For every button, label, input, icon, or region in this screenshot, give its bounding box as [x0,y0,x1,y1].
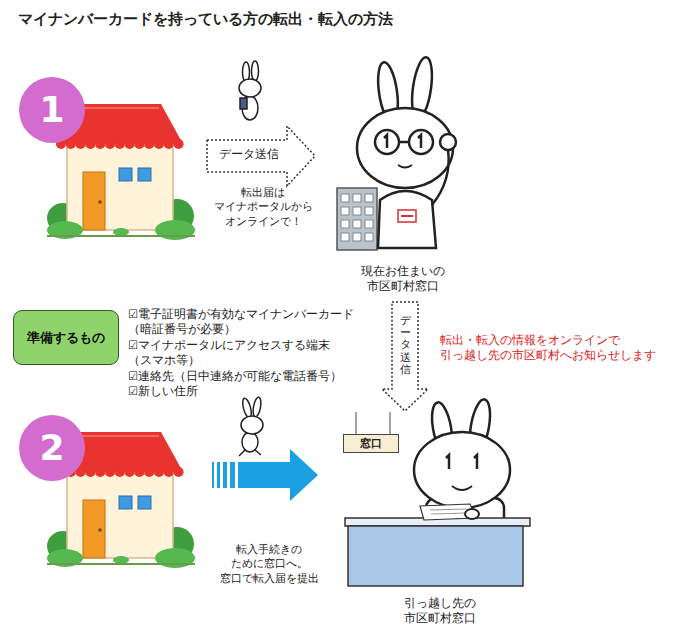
data-send-arrow: データ送信 [205,123,317,189]
counter-rabbit [414,398,510,528]
building-window [353,207,361,215]
clerk-rabbit-part [398,210,416,222]
node-text: 2 [39,430,64,466]
clerk-rabbit-part [401,215,413,217]
counter-rabbit-part [452,486,472,490]
caption-text: 転出届は マイナポータルから オンラインで！ [210,186,316,229]
prep-box: 準備するもの [13,310,119,365]
clerk-rabbit-part [357,108,453,188]
building-window [365,207,373,215]
office-figure: 現在お住まいの 市区町村窓口 [335,70,470,298]
data-flow-arrow [382,302,428,411]
node-text: 窓口 [344,438,398,449]
counter-sign: 窓口 [343,434,399,453]
clerk-rabbit-part [378,191,436,248]
clerk-rabbit-part [398,165,412,168]
phone-rabbit-part [239,79,261,97]
clerk-rabbit [357,56,456,248]
blue-arrow-part [290,449,318,501]
checklist-item: ☑新しい住所 [128,384,364,399]
running-rabbit-part [239,450,261,456]
building-window [341,207,349,215]
title-text: マイナンバーカードを持っている方の転出・転入の方法 [18,10,393,29]
node-text: 引っ越し先の 市区町村窓口 [388,596,492,626]
building-window [341,194,349,202]
clerk-rabbit-part [384,135,421,148]
blue-arrow [212,449,318,501]
building-window [341,233,349,241]
building-window [353,194,361,202]
arrow-outline-path [207,126,315,186]
clerk-rabbit-part [432,150,449,205]
running-rabbit-part [252,397,262,418]
running-rabbit-part [241,416,263,434]
blue-arrow-part [230,462,235,488]
edge-label: データ送信 [400,315,411,375]
node-text: 現在お住まいの 市区町村窓口 [351,264,455,294]
note-text: 転出・転入の情報をオンラインで 引っ越し先の市区町村へお知らせします [440,333,666,363]
running-rabbit-part [242,432,258,452]
node-text: データ送信 [209,147,289,162]
phone-rabbit [239,61,261,120]
office-building-part [337,188,377,250]
office-building [337,188,377,250]
running-rabbit [239,397,263,456]
counter-desk [345,412,530,586]
node-text: 1 [39,92,64,128]
counter-desk-part [389,412,390,434]
node-text: 準備するもの [27,329,105,347]
counter-desk-part [430,509,468,514]
building-window [353,233,361,241]
counter-desk-part [355,412,356,434]
counter-desk-part [348,526,523,586]
counter-rabbit-part [446,455,477,469]
step-circle: 1 [19,77,85,143]
step-circle: 2 [19,415,85,481]
blue-arrow-part [217,462,220,488]
caption-text: 転入手続きの ために窓口へ。 窓口で転入届を提出 [213,543,325,586]
building-window [365,233,373,241]
building-window [365,220,373,228]
building-window [353,220,361,228]
checklist-item: ☑電子証明書が有効なマイナンバーカード （暗証番号が必要） [128,307,364,337]
blue-arrow-part [238,462,292,488]
office-building-part [341,194,373,241]
clerk-rabbit-part [440,134,456,150]
phone-rabbit-part [240,98,247,109]
counter-rabbit-part [414,432,510,508]
checklist-item: ☑マイナポータルにアクセスする端末 （スマホ等） [128,338,364,368]
counter-desk-part [465,509,479,519]
blue-arrow-part [223,462,227,488]
building-window [365,194,373,202]
checklist-item: ☑連絡先（日中連絡が可能な電話番号） [128,369,364,384]
building-window [341,220,349,228]
phone-rabbit-part [252,61,259,81]
clerk-rabbit-part [399,141,409,144]
office-figure: 引っ越し先の 市区町村窓口 窓口 [340,412,540,630]
blue-arrow-part [212,462,214,488]
